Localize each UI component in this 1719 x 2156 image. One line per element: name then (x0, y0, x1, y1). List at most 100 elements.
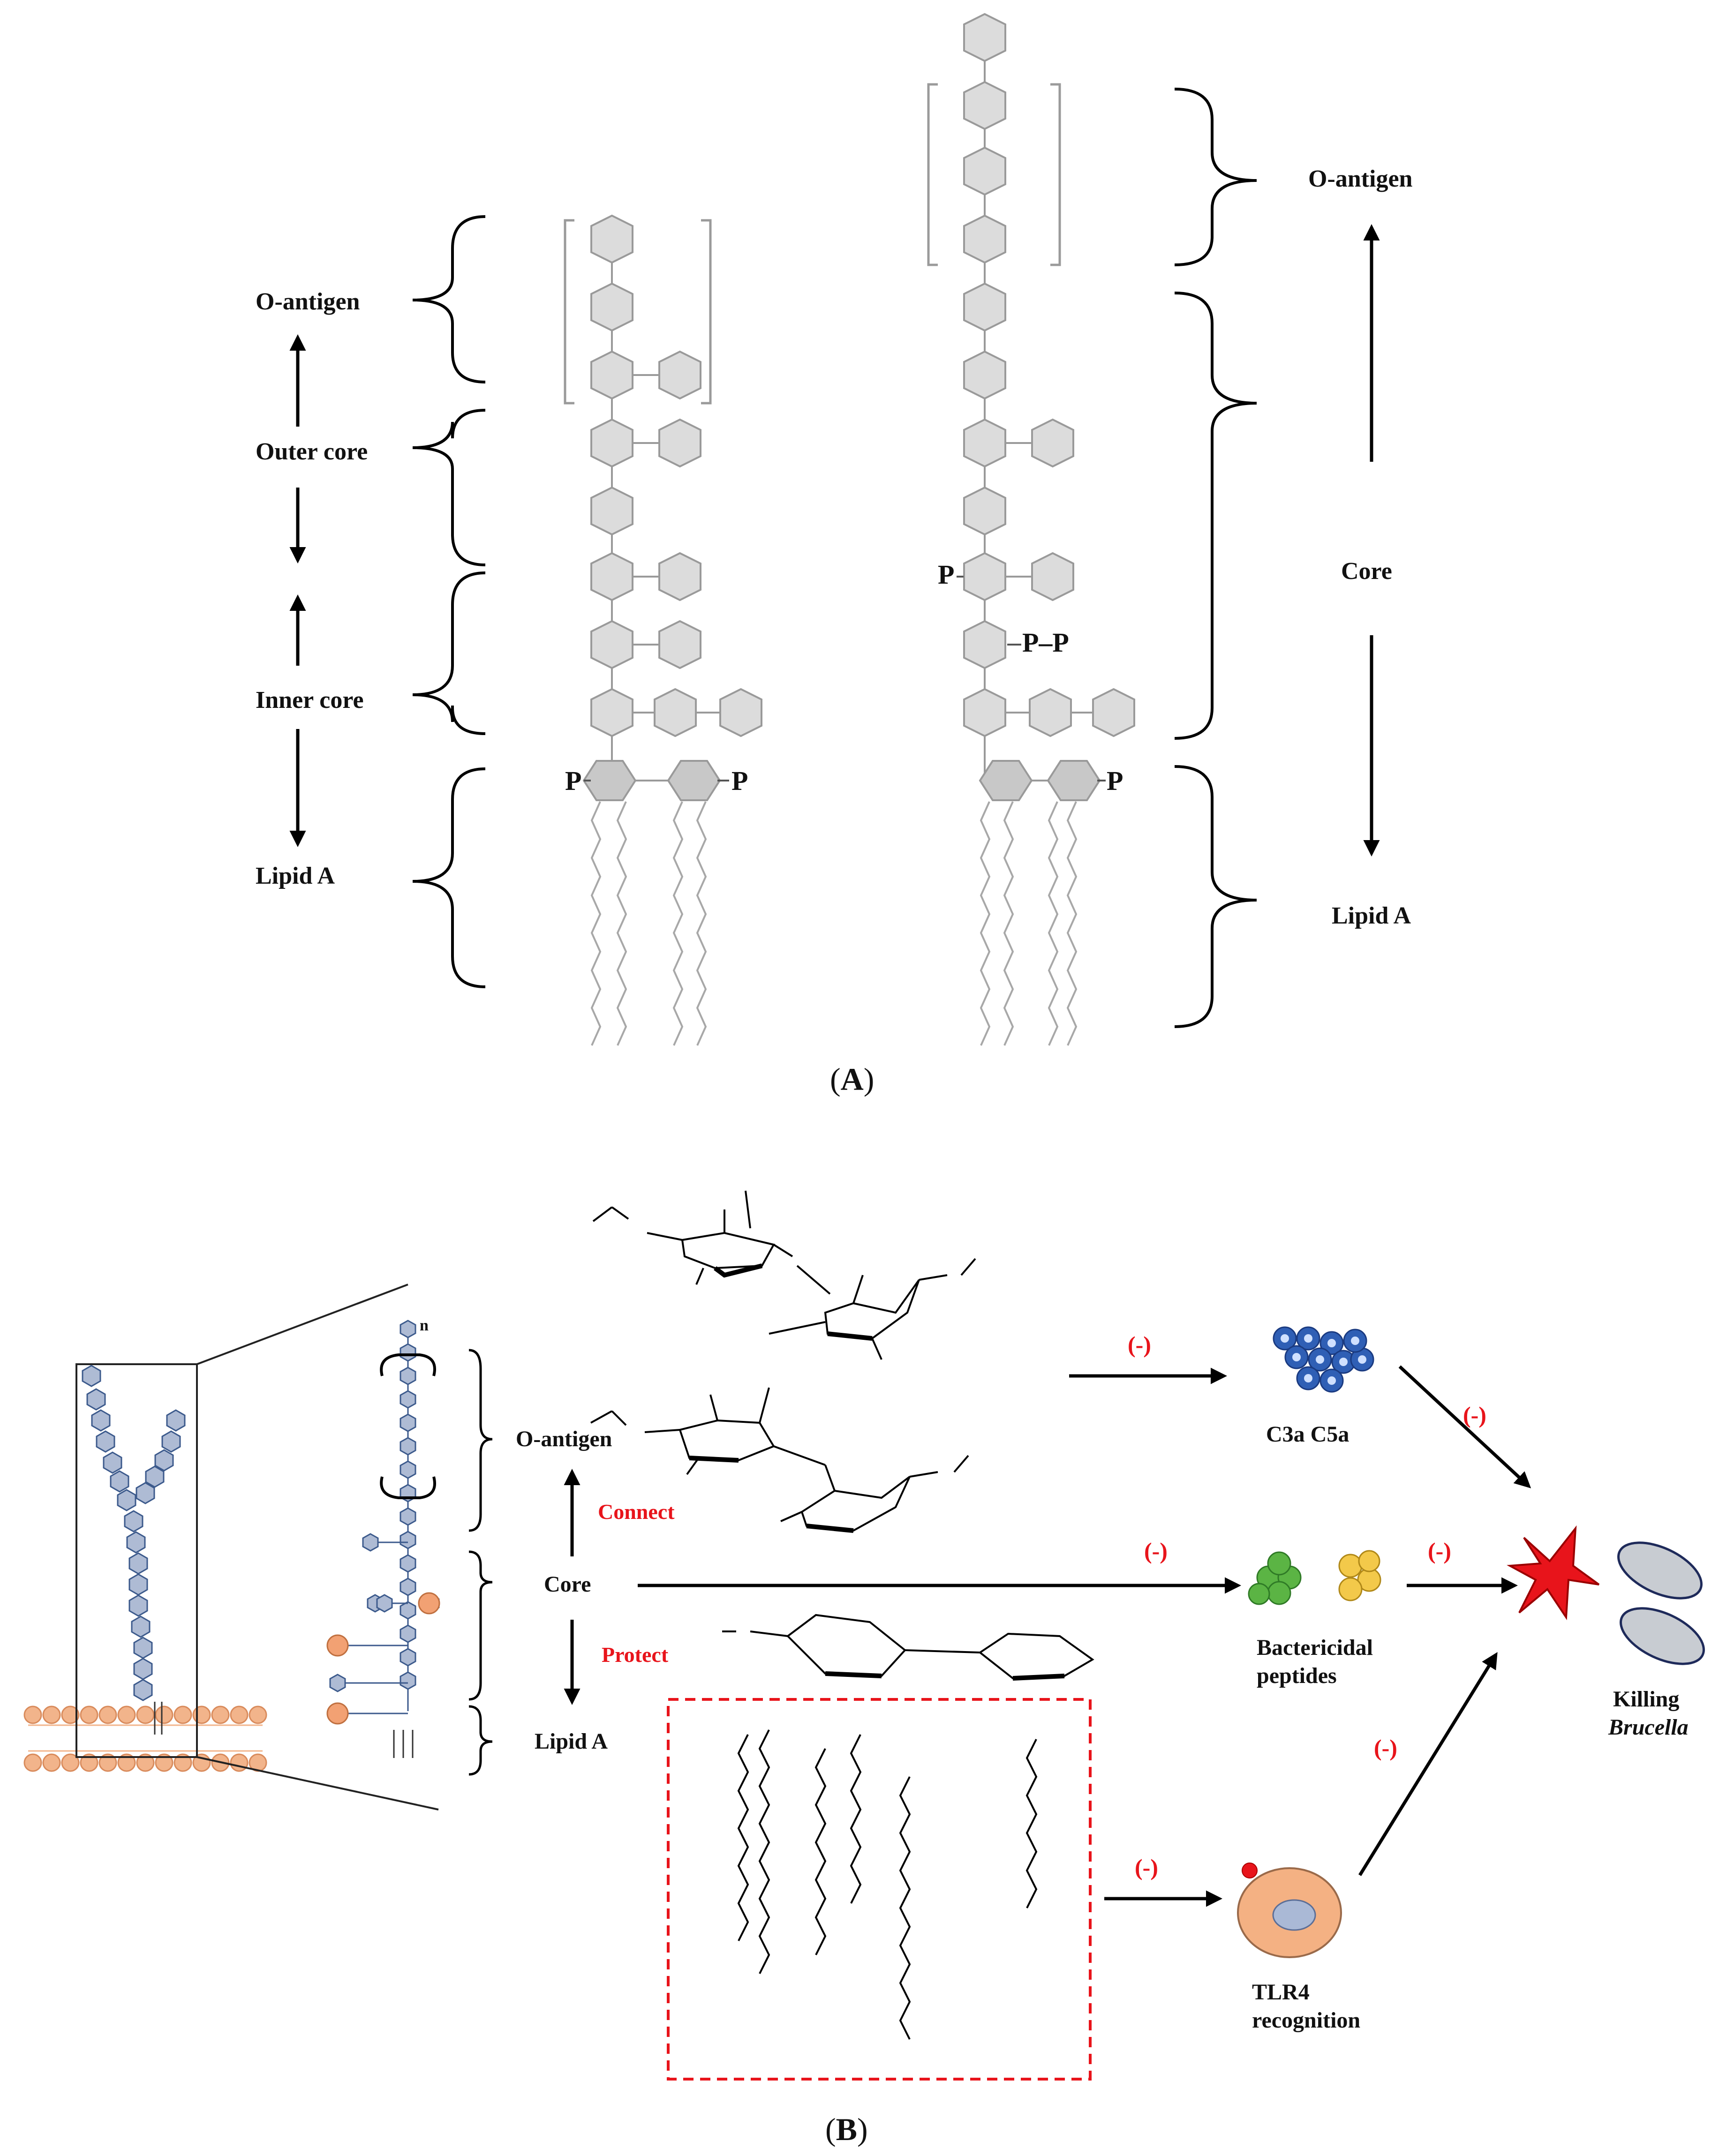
inset-sugar-unit (400, 1367, 416, 1385)
inset-sugar-unit (400, 1531, 416, 1549)
membrane-lipid-head (155, 1753, 173, 1772)
inset-sugar-unit (329, 1674, 346, 1692)
inset-sugar-unit (400, 1507, 416, 1526)
right-lipid-a-headgroup: P (979, 760, 1123, 801)
sugar-unit (86, 1388, 106, 1411)
membrane-lipid-head (80, 1705, 98, 1724)
membrane-lipid-head (230, 1753, 249, 1772)
complement-icon (1273, 1326, 1374, 1393)
left-phosphate-1: P (565, 766, 581, 796)
right-acyl-chains (980, 801, 1078, 1046)
membrane-lipid-head (42, 1753, 61, 1772)
bactericidal-label-1: Bactericidal (1257, 1635, 1373, 1660)
inset-sugar-unit (400, 1437, 416, 1456)
left-inner-core-label: Inner core (256, 687, 364, 714)
membrane-lipid-head (136, 1705, 155, 1724)
inset-sugar-unit (400, 1624, 416, 1643)
inset-lps-chain: n (326, 1317, 493, 1776)
left-repeat-bracket (564, 219, 712, 405)
tlr4-label-1: TLR4 (1252, 1980, 1310, 2005)
membrane-lipid-head (98, 1753, 117, 1772)
sugar-unit (128, 1573, 148, 1596)
panel-b: n O-antigen Core Lipid A Connect Protect (23, 1190, 1705, 2147)
inset-sugar-unit (376, 1594, 393, 1613)
sugar-unit (133, 1679, 153, 1701)
inset-repeat-label: n (420, 1317, 429, 1334)
inset-sugar-unit (362, 1533, 379, 1552)
membrane-lipid-head (42, 1705, 61, 1724)
right-braces (1174, 88, 1257, 1028)
inset-sugar-unit (400, 1648, 416, 1667)
right-lipid-a-label: Lipid A (1332, 902, 1411, 929)
sugar-unit (136, 1482, 155, 1504)
tlr4-label-2: recognition (1252, 2008, 1360, 2033)
membrane-lipid-head (136, 1753, 155, 1772)
inset-sugar-unit (400, 1554, 416, 1573)
sugar-unit (96, 1430, 115, 1453)
sugar-unit (117, 1489, 136, 1511)
inset-sugar-unit (400, 1578, 416, 1596)
panel-b-letter: B (836, 2111, 857, 2147)
lipid-a-chemical-structure (722, 1614, 1094, 1681)
left-phosphate-2: P (731, 766, 748, 796)
inhibit-peptides-to-killing: (-) (1428, 1538, 1451, 1564)
killing-label: Killing (1613, 1687, 1679, 1712)
right-phosphates: P P–P (938, 559, 1069, 658)
membrane-lipid-head (230, 1705, 249, 1724)
membrane-lipid-head (192, 1705, 211, 1724)
sugar-unit (110, 1470, 129, 1493)
b-core-arrows (564, 1365, 1531, 1907)
right-sugar-chain (963, 13, 1135, 774)
membrane-lipid-head (117, 1705, 136, 1724)
membrane-lipid-head (211, 1705, 230, 1724)
left-outer-core-label: Outer core (256, 438, 368, 465)
right-phosphate-core: P (938, 559, 954, 590)
killing-burst-icon (1507, 1525, 1600, 1621)
tlr4-cell-icon (1237, 1863, 1342, 1958)
left-acyl-chains (590, 801, 707, 1046)
membrane-lipid-head (23, 1705, 42, 1724)
protect-label: Protect (602, 1643, 669, 1667)
panel-b-caption: (B) (825, 2111, 868, 2147)
membrane-lipid-head (98, 1705, 117, 1724)
membrane-lipid-head (80, 1753, 98, 1772)
brucella-bacteria-icon (1617, 1541, 1705, 1665)
membrane-lipid-head (173, 1753, 192, 1772)
sugar-unit (133, 1637, 153, 1659)
right-pyrophosphate: P–P (1022, 627, 1069, 658)
inset-sugar-unit (400, 1390, 416, 1409)
left-sugar-chain (590, 215, 762, 774)
b-core-label: Core (544, 1572, 591, 1597)
membrane-lipid-head (61, 1705, 80, 1724)
membrane-lipid-head (117, 1753, 136, 1772)
inhibit-tlr4-to-killing: (-) (1374, 1735, 1397, 1761)
membrane-schematic (23, 1284, 439, 1810)
sugar-unit (128, 1594, 148, 1617)
inset-sugar-unit (400, 1320, 416, 1338)
panel-a-caption: (A) (830, 1061, 874, 1097)
brucella-label: Brucella (1608, 1715, 1689, 1740)
inset-sugar-unit (400, 1601, 416, 1620)
inhibit-tlr4: (-) (1135, 1854, 1158, 1880)
b-lipid-a-label: Lipid A (535, 1729, 608, 1754)
bactericidal-label-2: peptides (1257, 1663, 1337, 1688)
inset-sugar-unit (400, 1671, 416, 1690)
sugar-unit (124, 1510, 143, 1532)
sugar-unit (91, 1409, 111, 1432)
inhibit-complement: (-) (1128, 1331, 1151, 1358)
inhibit-complement-to-killing: (-) (1463, 1402, 1486, 1428)
lipid-a-highlight-box (667, 1698, 1092, 2081)
membrane-lipid-head (249, 1705, 267, 1724)
left-o-antigen-label: O-antigen (256, 288, 360, 315)
right-core-label: Core (1341, 558, 1392, 585)
complement-label: C3a C5a (1266, 1422, 1349, 1447)
sugar-unit (103, 1451, 122, 1474)
sugar-unit (128, 1552, 148, 1575)
lipid-a-acyl-chains (737, 1729, 1038, 2040)
right-phosphate-lipid: P (1107, 766, 1123, 796)
membrane-lipid-head (61, 1753, 80, 1772)
sugar-unit (161, 1430, 181, 1453)
bactericidal-peptides-icon (1248, 1550, 1381, 1605)
inset-sugar-unit (400, 1343, 416, 1362)
